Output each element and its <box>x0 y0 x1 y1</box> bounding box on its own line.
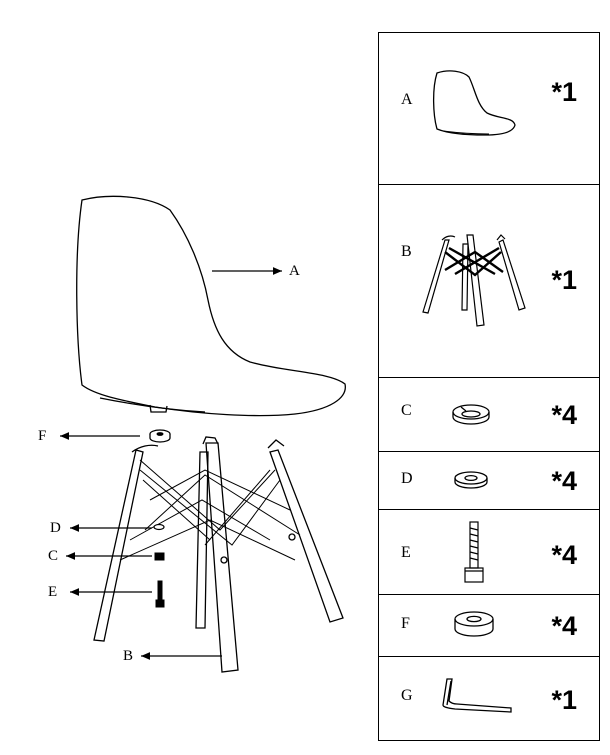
allen-key-icon <box>442 678 512 713</box>
flat-washer-icon <box>454 471 488 489</box>
parts-row-d: D *4 <box>379 452 599 510</box>
parts-row-g: G *1 <box>379 657 599 741</box>
part-quantity: *4 <box>551 466 577 496</box>
part-letter: C <box>401 402 412 419</box>
part-quantity: *4 <box>551 611 577 641</box>
parts-row-a: A *1 <box>379 33 599 185</box>
part-letter: A <box>401 91 413 108</box>
part-quantity: *1 <box>551 77 577 107</box>
callout-e: E <box>48 584 58 600</box>
parts-row-c: C *4 <box>379 378 599 452</box>
parts-row-e: E *4 <box>379 510 599 595</box>
exploded-assembly-diagram: A F D C E B <box>38 195 346 673</box>
seat-shell-icon <box>432 70 516 136</box>
callout-b: B <box>123 648 134 664</box>
chair-exploded-view <box>59 195 346 673</box>
hardware-stack <box>149 429 171 608</box>
part-quantity: *4 <box>551 400 577 430</box>
part-quantity: *4 <box>551 540 577 570</box>
part-letter: E <box>401 544 411 561</box>
callout-d: D <box>50 520 61 536</box>
part-quantity: *1 <box>551 685 577 715</box>
wooden-base <box>93 436 344 673</box>
callout-c: C <box>48 548 59 564</box>
parts-list: A *1 B *1 C <box>378 32 600 741</box>
spacer-ring-icon <box>454 611 494 637</box>
part-letter: G <box>401 687 413 704</box>
part-letter: B <box>401 243 412 260</box>
callout-a: A <box>289 263 300 279</box>
part-quantity: *1 <box>551 265 577 295</box>
bolt-icon <box>464 521 484 583</box>
seat-shell <box>76 195 346 417</box>
parts-row-f: F *4 <box>379 595 599 657</box>
leader-arrows <box>59 267 282 660</box>
part-letter: F <box>401 615 410 632</box>
spring-washer-icon <box>452 404 490 425</box>
part-letter: D <box>401 470 413 487</box>
callout-f: F <box>38 428 47 444</box>
parts-row-b: B *1 <box>379 185 599 378</box>
wooden-base-icon <box>422 234 526 327</box>
